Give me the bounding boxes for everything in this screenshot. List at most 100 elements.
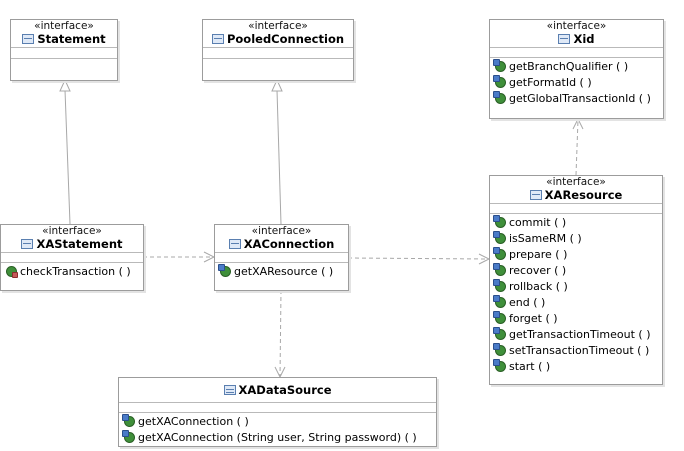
class-name: XAConnection xyxy=(215,237,348,252)
class-name-text: XADataSource xyxy=(238,383,332,397)
operation-label: isSameRM ( ) xyxy=(509,232,582,245)
operations-section: commit ( ) isSameRM ( ) prepare ( ) reco… xyxy=(490,214,662,375)
attributes-section xyxy=(11,48,117,59)
class-name: Statement xyxy=(11,32,117,47)
operation-label: commit ( ) xyxy=(509,216,567,229)
operation-label: getBranchQualifier ( ) xyxy=(509,60,629,73)
operations-section: checkTransaction ( ) xyxy=(1,263,143,280)
public-method-icon xyxy=(122,414,135,427)
operation-row[interactable]: getFormatId ( ) xyxy=(490,75,663,91)
public-method-icon xyxy=(493,359,506,372)
public-method-icon xyxy=(493,91,506,104)
class-pooledconnection[interactable]: «interface» PooledConnection xyxy=(202,19,354,81)
class-name-text: XAConnection xyxy=(243,237,335,251)
dependency-xaconnection-xaresource xyxy=(347,257,490,260)
class-xadatasource[interactable]: XADataSource getXAConnection ( ) getXACo… xyxy=(118,377,437,447)
interface-icon xyxy=(228,239,241,249)
class-name-text: Xid xyxy=(573,32,595,46)
operation-label: prepare ( ) xyxy=(509,248,568,261)
class-name-text: XAResource xyxy=(544,188,623,202)
class-statement[interactable]: «interface» Statement xyxy=(10,19,118,81)
stereotype-label: «interface» xyxy=(34,20,94,32)
interface-icon xyxy=(529,190,542,200)
class-xid[interactable]: «interface» Xid getBranchQualifier ( ) g… xyxy=(489,19,664,119)
class-name: XAStatement xyxy=(1,237,143,252)
public-method-icon xyxy=(218,264,231,277)
operation-label: getFormatId ( ) xyxy=(509,76,592,89)
dependency-xaresource-xid xyxy=(575,119,579,176)
operation-row[interactable]: getTransactionTimeout ( ) xyxy=(490,327,662,343)
class-name-text: PooledConnection xyxy=(226,32,345,46)
operation-row[interactable]: getXAResource ( ) xyxy=(215,264,348,280)
class-xaconnection[interactable]: «interface» XAConnection getXAResource (… xyxy=(214,224,349,291)
class-header: «interface» XAConnection xyxy=(215,225,348,253)
operation-row[interactable]: recover ( ) xyxy=(490,263,662,279)
class-name: XADataSource xyxy=(119,383,436,398)
stereotype-label: «interface» xyxy=(251,225,312,237)
class-name-text: Statement xyxy=(37,32,106,46)
operation-row[interactable]: end ( ) xyxy=(490,295,662,311)
operation-label: recover ( ) xyxy=(509,264,567,277)
operation-label: end ( ) xyxy=(509,296,546,309)
generalization-arrowhead xyxy=(59,78,71,92)
class-name-text: XAStatement xyxy=(36,237,123,251)
operation-label: start ( ) xyxy=(509,360,551,373)
operation-row[interactable]: getXAConnection ( ) xyxy=(119,414,436,430)
operation-label: rollback ( ) xyxy=(509,280,568,293)
generalization-arrowhead xyxy=(271,78,283,92)
class-header: «interface» PooledConnection xyxy=(203,20,353,48)
attributes-section xyxy=(215,253,348,263)
public-method-icon xyxy=(493,215,506,228)
operations-section: getXAResource ( ) xyxy=(215,263,348,280)
attributes-section xyxy=(490,204,662,214)
stereotype-label: «interface» xyxy=(248,20,308,32)
operation-row[interactable]: checkTransaction ( ) xyxy=(1,264,143,280)
public-method-icon xyxy=(493,247,506,260)
attributes-section xyxy=(203,48,353,59)
dependency-arrowhead xyxy=(572,117,584,130)
public-method-icon xyxy=(493,231,506,244)
operation-row[interactable]: commit ( ) xyxy=(490,215,662,231)
operation-row[interactable]: forget ( ) xyxy=(490,311,662,327)
operation-label: getGlobalTransactionId ( ) xyxy=(509,92,651,105)
public-method-icon xyxy=(493,263,506,276)
operation-row[interactable]: setTransactionTimeout ( ) xyxy=(490,343,662,359)
public-method-icon xyxy=(493,343,506,356)
operations-section: getBranchQualifier ( ) getFormatId ( ) g… xyxy=(490,58,663,107)
public-method-icon xyxy=(493,295,506,308)
generalization-xastatement-statement xyxy=(64,89,71,225)
operations-section xyxy=(11,59,117,69)
operation-label: checkTransaction ( ) xyxy=(20,265,131,278)
operation-row[interactable]: prepare ( ) xyxy=(490,247,662,263)
class-xastatement[interactable]: «interface» XAStatement checkTransaction… xyxy=(0,224,144,291)
operation-row[interactable]: isSameRM ( ) xyxy=(490,231,662,247)
class-name: PooledConnection xyxy=(203,32,353,47)
public-method-icon xyxy=(493,279,506,292)
interface-icon xyxy=(22,34,35,44)
class-name: XAResource xyxy=(490,188,662,203)
operation-label: forget ( ) xyxy=(509,312,558,325)
operation-label: getXAConnection (String user, String pas… xyxy=(138,431,417,444)
operation-label: getTransactionTimeout ( ) xyxy=(509,328,651,341)
operation-row[interactable]: start ( ) xyxy=(490,359,662,375)
generalization-xaconnection-pooledconnection xyxy=(276,89,282,225)
public-method-icon xyxy=(493,311,506,324)
attributes-section xyxy=(490,48,663,58)
class-xaresource[interactable]: «interface» XAResource commit ( ) isSame… xyxy=(489,175,663,385)
operation-label: getXAConnection ( ) xyxy=(138,415,249,428)
operation-label: getXAResource ( ) xyxy=(234,265,334,278)
public-method-icon xyxy=(493,59,506,72)
operation-row[interactable]: getBranchQualifier ( ) xyxy=(490,59,663,75)
interface-icon xyxy=(21,239,34,249)
class-header: XADataSource xyxy=(119,378,436,403)
stereotype-label: «interface» xyxy=(42,225,102,237)
public-method-icon xyxy=(122,430,135,443)
public-method-icon xyxy=(493,75,506,88)
class-header: «interface» Statement xyxy=(11,20,117,48)
public-method-icon xyxy=(493,327,506,340)
class-icon xyxy=(223,385,236,395)
operation-row[interactable]: rollback ( ) xyxy=(490,279,662,295)
operation-row[interactable]: getXAConnection (String user, String pas… xyxy=(119,430,436,446)
operation-row[interactable]: getGlobalTransactionId ( ) xyxy=(490,91,663,107)
abstract-method-icon xyxy=(6,266,18,278)
